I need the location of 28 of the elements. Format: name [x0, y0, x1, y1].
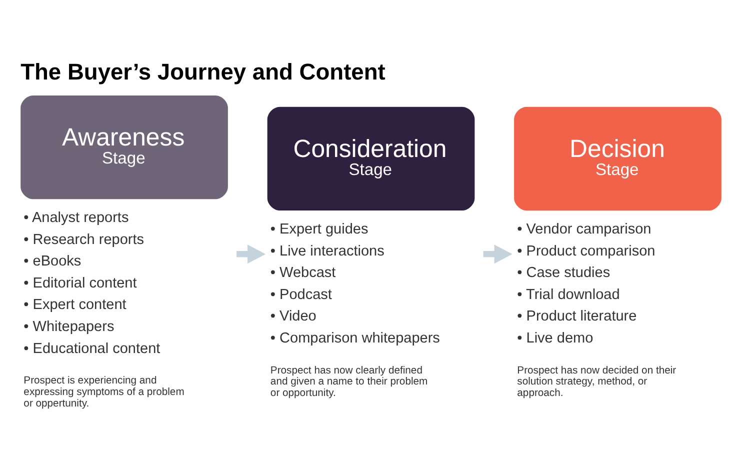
node-label: • Webcast: [270, 264, 336, 281]
node-label: • Vendor camparison: [517, 221, 652, 238]
node-box: Awareness Stage: [20, 94, 228, 199]
node-label: • Live interactions: [270, 242, 384, 259]
node-label: • eBooks: [24, 253, 82, 270]
node-label: • Video: [270, 308, 316, 324]
node-label: • Product literature: [517, 308, 637, 324]
node-label: • Case studies: [517, 264, 610, 281]
node-label: • Educational content: [24, 340, 160, 356]
node-label: • Podcast: [270, 286, 332, 302]
node-box: Decision Stage: [514, 106, 722, 210]
node-label: Prospect has now decided on their solution strategy, method, or approach.: [517, 364, 676, 399]
arrow: [236, 244, 266, 264]
node-label: • Research reports: [24, 231, 144, 248]
node-label: • Expert content: [24, 296, 126, 313]
node-label: • Live demo: [517, 330, 594, 346]
arrow: [483, 244, 512, 264]
node-label: Prospect has now clearly defined and given a name to their problem or opportunity.: [270, 364, 428, 399]
node-label: • Analyst reports: [24, 210, 129, 226]
node-label: • Product comparison: [517, 242, 656, 259]
diagram-title: The Buyer’s Journey and Content: [20, 58, 386, 84]
node-label: • Whitepapers: [24, 318, 114, 335]
node-label: • Editorial content: [24, 274, 137, 291]
node-box: Consideration Stage: [267, 106, 475, 210]
node-label: • Comparison whitepapers: [270, 330, 440, 346]
node-label: • Trial download: [517, 286, 620, 302]
node-label: • Expert guides: [270, 221, 368, 238]
node-label: Prospect is experiencing and expressing symptoms of a problem or oppertunity.: [24, 375, 184, 409]
